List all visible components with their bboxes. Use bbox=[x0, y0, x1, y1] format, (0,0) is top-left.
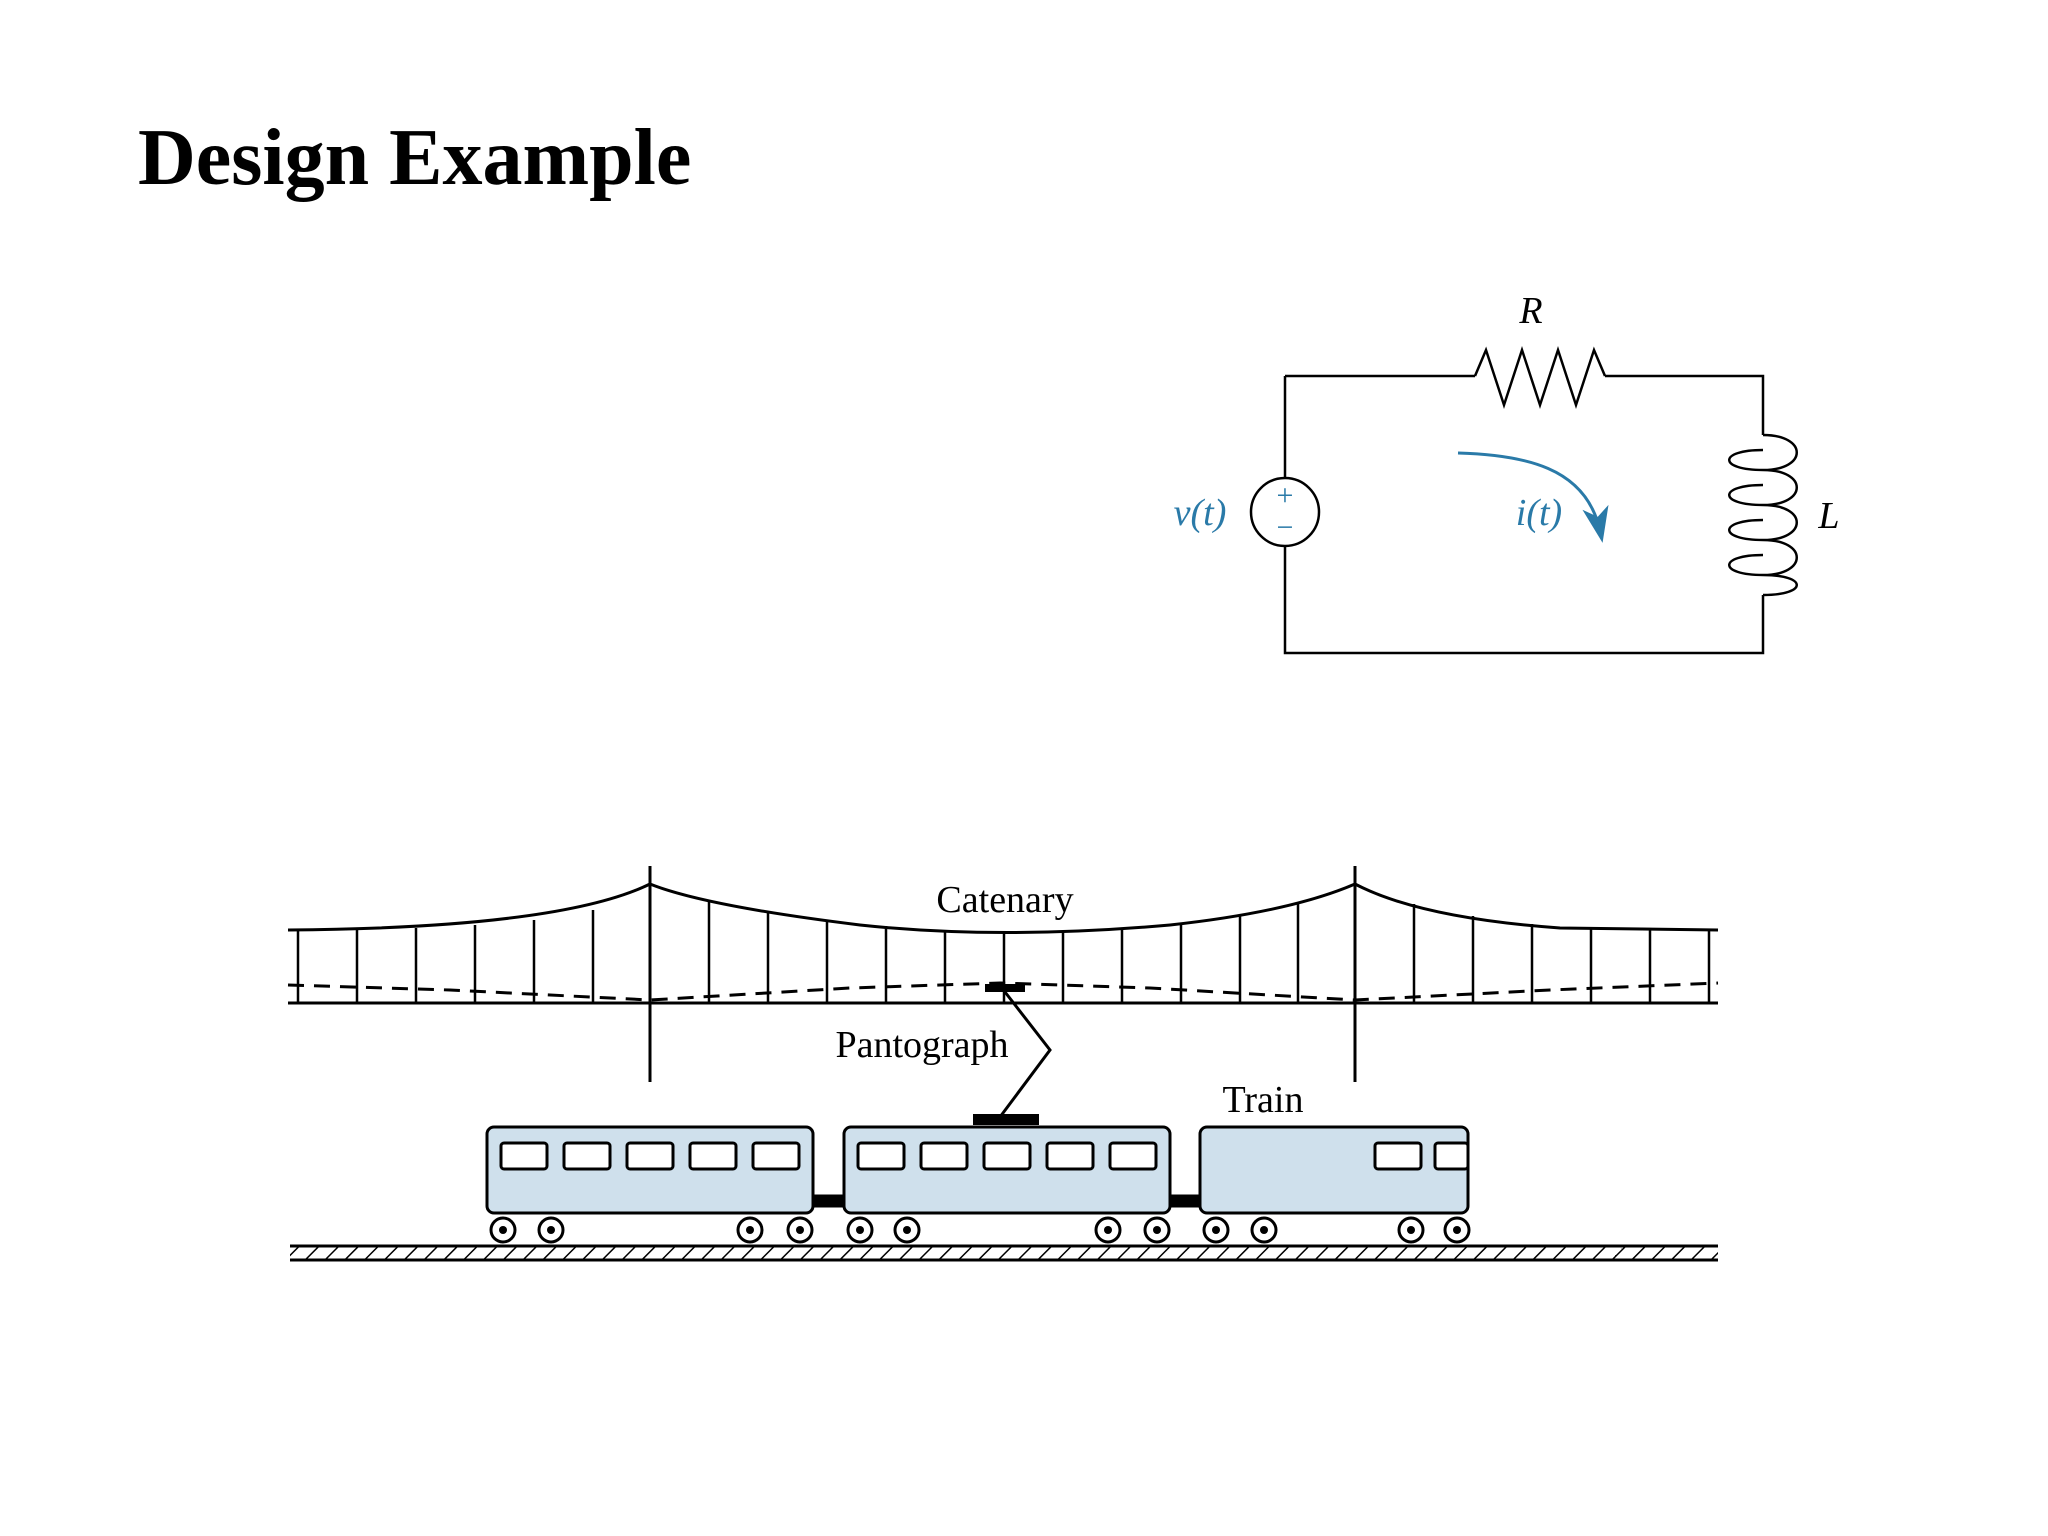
catenary-dashed-wire bbox=[287, 981, 1719, 1002]
train-wheels bbox=[489, 1216, 1471, 1244]
train-car bbox=[1198, 1125, 1470, 1215]
catenary-label: Catenary bbox=[936, 879, 1073, 921]
train bbox=[485, 1125, 1471, 1244]
train-car bbox=[485, 1125, 815, 1215]
train-coupler bbox=[810, 1194, 846, 1208]
source-plus-sign: + bbox=[1277, 479, 1294, 512]
catenary-system bbox=[287, 866, 1719, 1082]
pantograph bbox=[973, 984, 1052, 1125]
resistor-symbol bbox=[1473, 345, 1607, 410]
train-car bbox=[842, 1125, 1172, 1215]
source-minus-sign: − bbox=[1277, 511, 1294, 544]
circuit-wire-top-right bbox=[1605, 374, 1765, 435]
inductor-label: L bbox=[1817, 495, 1839, 537]
train-label: Train bbox=[1223, 1079, 1304, 1121]
train-coupler bbox=[1166, 1194, 1202, 1208]
rl-circuit-diagram bbox=[1249, 345, 1798, 655]
current-direction-arrow bbox=[1457, 451, 1609, 543]
circuit-wire-right-bottom bbox=[1283, 546, 1765, 655]
inductor-symbol bbox=[1728, 433, 1798, 597]
catenary-droppers bbox=[296, 900, 1711, 1003]
resistor-label: R bbox=[1518, 290, 1542, 332]
rail-track bbox=[290, 1244, 1718, 1262]
source-voltage-label: v(t) bbox=[1174, 492, 1227, 534]
voltage-source-symbol bbox=[1249, 476, 1321, 548]
pantograph-label: Pantograph bbox=[835, 1024, 1008, 1066]
catenary-messenger-wire bbox=[287, 882, 1719, 934]
slide-title: Design Example bbox=[138, 114, 692, 202]
current-label: i(t) bbox=[1516, 492, 1562, 534]
